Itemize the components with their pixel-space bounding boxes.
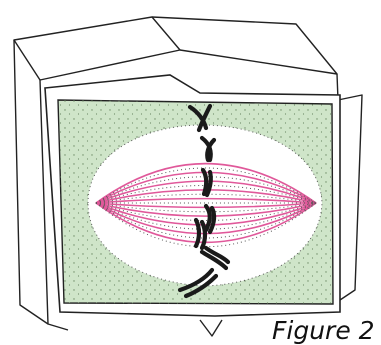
chromosome <box>203 170 211 195</box>
figure-caption: Figure 2 <box>272 316 375 345</box>
